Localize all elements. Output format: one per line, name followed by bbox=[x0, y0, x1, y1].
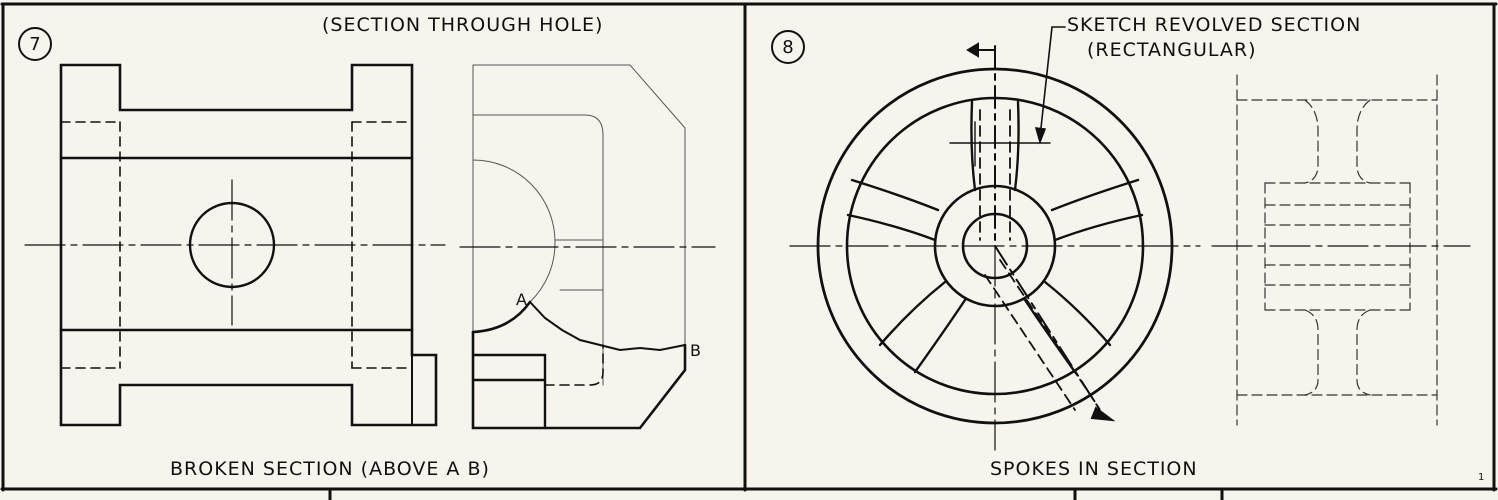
panel-7-front-view bbox=[24, 63, 446, 427]
point-a-label: A bbox=[516, 290, 528, 309]
panel-8-number: 8 bbox=[771, 30, 805, 64]
panel-8-side-view bbox=[1211, 74, 1471, 426]
panel-8-caption: SPOKES IN SECTION bbox=[990, 458, 1198, 480]
page-mark: 1 bbox=[1478, 472, 1486, 483]
panel-7-top-label: (SECTION THROUGH HOLE) bbox=[322, 14, 604, 36]
panel-7-number: 7 bbox=[18, 27, 52, 61]
panel-7-side-view bbox=[459, 64, 716, 430]
point-b-label: B bbox=[690, 341, 702, 360]
callout-line-1: SKETCH REVOLVED SECTION bbox=[1067, 14, 1362, 36]
callout-leader bbox=[1034, 26, 1066, 145]
callout-line-2: (RECTANGULAR) bbox=[1087, 39, 1257, 61]
panel-8-wheel-front-view bbox=[789, 42, 1201, 451]
panel-7-caption: BROKEN SECTION (ABOVE A B) bbox=[170, 458, 490, 480]
